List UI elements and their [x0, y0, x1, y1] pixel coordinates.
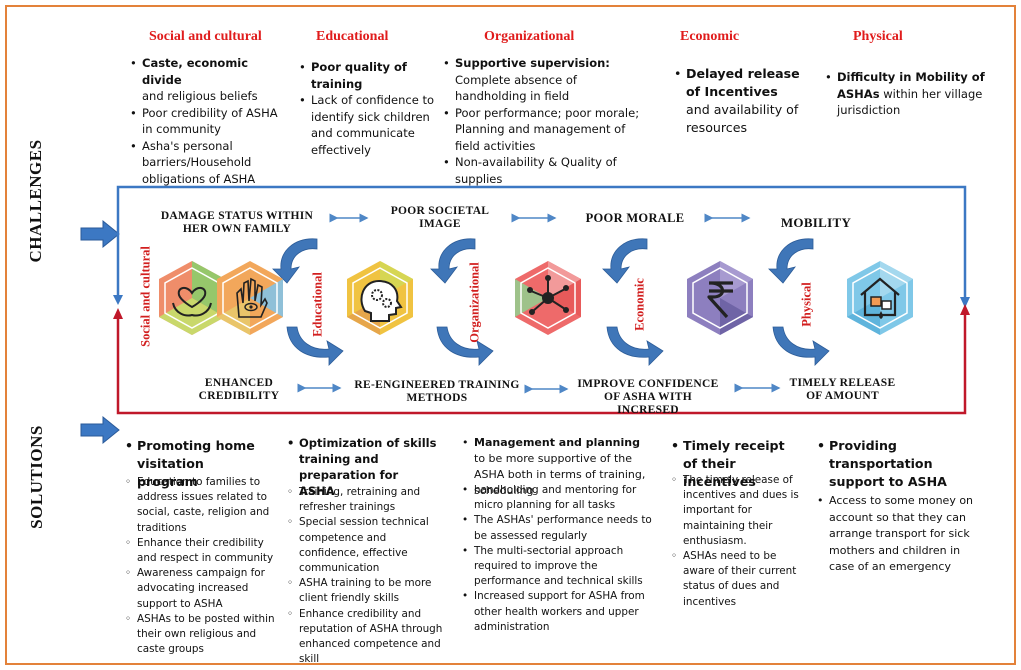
list-item: The timely release of incentives and due… [671, 473, 801, 549]
cycle-label-confidence: IMPROVE CONFIDENCE OF ASHA WITH INCRESED [577, 378, 719, 416]
vertical-label-social: Social and cultural [138, 246, 153, 347]
challenges-educational-list: Poor quality of training Lack of confide… [299, 59, 439, 158]
vertical-label-physical: Physical [799, 282, 814, 327]
list-item: Difficulty in Mobility of ASHAs within h… [825, 69, 995, 119]
curved-arrows [272, 238, 830, 366]
challenges-economic-list: Delayed release of Incentives and availa… [674, 65, 804, 137]
list-item: Increased support for ASHA from other he… [462, 589, 652, 635]
solution-organizational-list: handholding and mentoring for micro plan… [462, 483, 652, 635]
vertical-label-organizational: Organizational [467, 262, 482, 343]
list-item: ASHA training to be more client friendly… [287, 576, 447, 606]
list-item: Awareness campaign for advocating increa… [125, 566, 285, 612]
category-physical-title: Physical [853, 29, 903, 44]
solution-economic-list: The timely release of incentives and due… [671, 473, 801, 610]
list-item: Enhance credibility and reputation of AS… [287, 607, 447, 668]
list-item: ASHAs to be posted within their own reli… [125, 612, 285, 658]
category-educational-title: Educational [316, 29, 389, 44]
figure-frame: CHALLENGES SOLUTIONS Social and cultural… [5, 5, 1016, 665]
heart-hands-icon [159, 261, 225, 335]
list-item: Supportive supervision: Complete absence… [443, 55, 643, 105]
cycle-label-damage: DAMAGE STATUS WITHIN HER OWN FAMILY [160, 210, 314, 235]
list-item: The ASHAs' performance needs to be asses… [462, 513, 652, 543]
cycle-frame-lines [113, 185, 970, 415]
solution-social-list: Education to families to address issues … [125, 475, 285, 657]
brain-gears-icon [347, 261, 413, 335]
cycle-label-morale: POOR MORALE [585, 211, 685, 225]
list-item: Non-availability & Quality of supplies [443, 154, 643, 187]
solution-physical-list: Access to some money on account so that … [817, 493, 987, 576]
list-item: Training, retraining and refresher train… [287, 485, 447, 515]
list-item: Special session technical competence and… [287, 515, 447, 576]
list-item: The multi-sectorial approach required to… [462, 544, 652, 590]
list-item: Poor performance; poor morale; Planning … [443, 105, 643, 155]
cycle-label-image: POOR SOCIETAL IMAGE [390, 205, 490, 230]
challenges-physical-list: Difficulty in Mobility of ASHAs within h… [825, 69, 995, 119]
list-item: Access to some money on account so that … [817, 493, 987, 576]
list-item: Enhance their credibility and respect in… [125, 536, 285, 566]
solution-physical-lead: Providing transportation support to ASHA [817, 437, 977, 491]
list-item: Education to families to address issues … [125, 475, 285, 536]
solution-educational-list: Training, retraining and refresher train… [287, 485, 447, 667]
list-item: Poor quality of training [299, 59, 439, 92]
network-icon [515, 261, 581, 335]
category-organizational-title: Organizational [484, 29, 575, 44]
vertical-label-educational: Educational [310, 272, 325, 337]
list-item: Asha's personal barriers/Household oblig… [130, 138, 290, 188]
house-water-icon [847, 261, 913, 335]
cycle-label-credibility: ENHANCED CREDIBILITY [198, 377, 280, 402]
solutions-arrow-icon [80, 415, 120, 445]
list-item: Delayed release of Incentives and availa… [674, 65, 804, 137]
challenges-organizational-list: Supportive supervision: Complete absence… [443, 55, 643, 187]
list-item: ASHAs need to be aware of their current … [671, 549, 801, 610]
cycle-label-mobility: MOBILITY [780, 215, 852, 230]
category-economic-title: Economic [680, 29, 740, 44]
hamsa-eye-icon [217, 261, 283, 335]
cycle-double-arrows [297, 213, 781, 394]
vertical-label-economic: Economic [632, 278, 647, 331]
cycle-label-release: TIMELY RELEASE OF AMOUNT [789, 377, 896, 402]
rupee-icon [687, 261, 753, 335]
challenges-arrow-icon [80, 219, 120, 249]
cycle-label-training: RE-ENGINEERED TRAINING METHODS [354, 379, 520, 404]
category-social-title: Social and cultural [149, 29, 262, 44]
list-item: Poor credibility of ASHA in community [130, 105, 290, 138]
list-item: Lack of confidence to identify sick chil… [299, 92, 439, 158]
list-item: handholding and mentoring for micro plan… [462, 483, 652, 513]
